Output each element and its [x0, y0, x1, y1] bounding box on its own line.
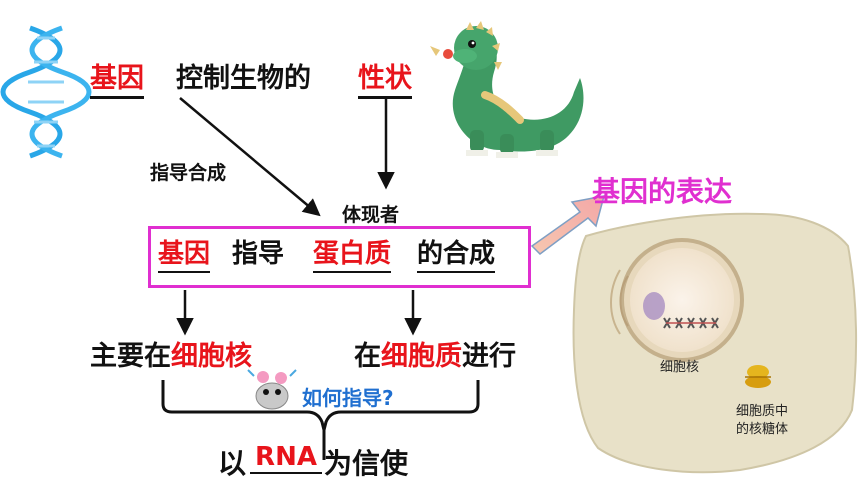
controls-text: 控制生物的: [176, 63, 311, 94]
dna-helix-icon: [0, 25, 92, 159]
ribosome-label-line1: 细胞质中: [736, 404, 789, 419]
manifested-by-label: 体现者: [342, 204, 400, 226]
nucleus-prefix: 主要在: [90, 341, 171, 372]
cytoplasm-prefix: 在: [354, 341, 381, 372]
arrow-gene-to-synthesis: [179, 97, 321, 217]
messenger-suffix: 为信使: [324, 447, 409, 480]
how-question: 如何指导?: [302, 386, 394, 410]
gene-expression-label: 基因的表达: [592, 175, 733, 208]
gene-term: 基因: [90, 62, 144, 99]
messenger-prefix: 以: [218, 447, 247, 480]
ribosome-icon: [745, 365, 771, 388]
box-guides-text: 指导: [232, 239, 285, 269]
cell-nucleus-label: 细胞核: [660, 360, 700, 375]
box-gene-term: 基因: [158, 238, 211, 273]
cartoon-mascot-icon: [247, 369, 297, 410]
cell-illustration: [572, 212, 858, 474]
dragon-illustration: [430, 21, 584, 158]
gene-guides-protein-box: [148, 226, 531, 288]
ribosome-label-line2: 的核糖体: [736, 422, 789, 437]
trait-term: 性状: [358, 62, 412, 99]
box-protein-term: 蛋白质: [313, 238, 392, 273]
rna-term: RNA: [250, 442, 322, 474]
box-synthesis-text: 的合成: [417, 238, 496, 273]
nucleus-icon: [610, 238, 744, 362]
cytoplasm-term: 细胞质: [381, 341, 462, 372]
nucleus-term: 细胞核: [171, 341, 252, 372]
cytoplasm-suffix: 进行: [462, 341, 516, 372]
nucleus-line: 主要在细胞核: [90, 334, 252, 373]
cytoplasm-line: 在细胞质进行: [354, 334, 516, 373]
expression-arrow: [530, 195, 606, 255]
guides-synthesis-label: 指导合成: [150, 162, 227, 184]
